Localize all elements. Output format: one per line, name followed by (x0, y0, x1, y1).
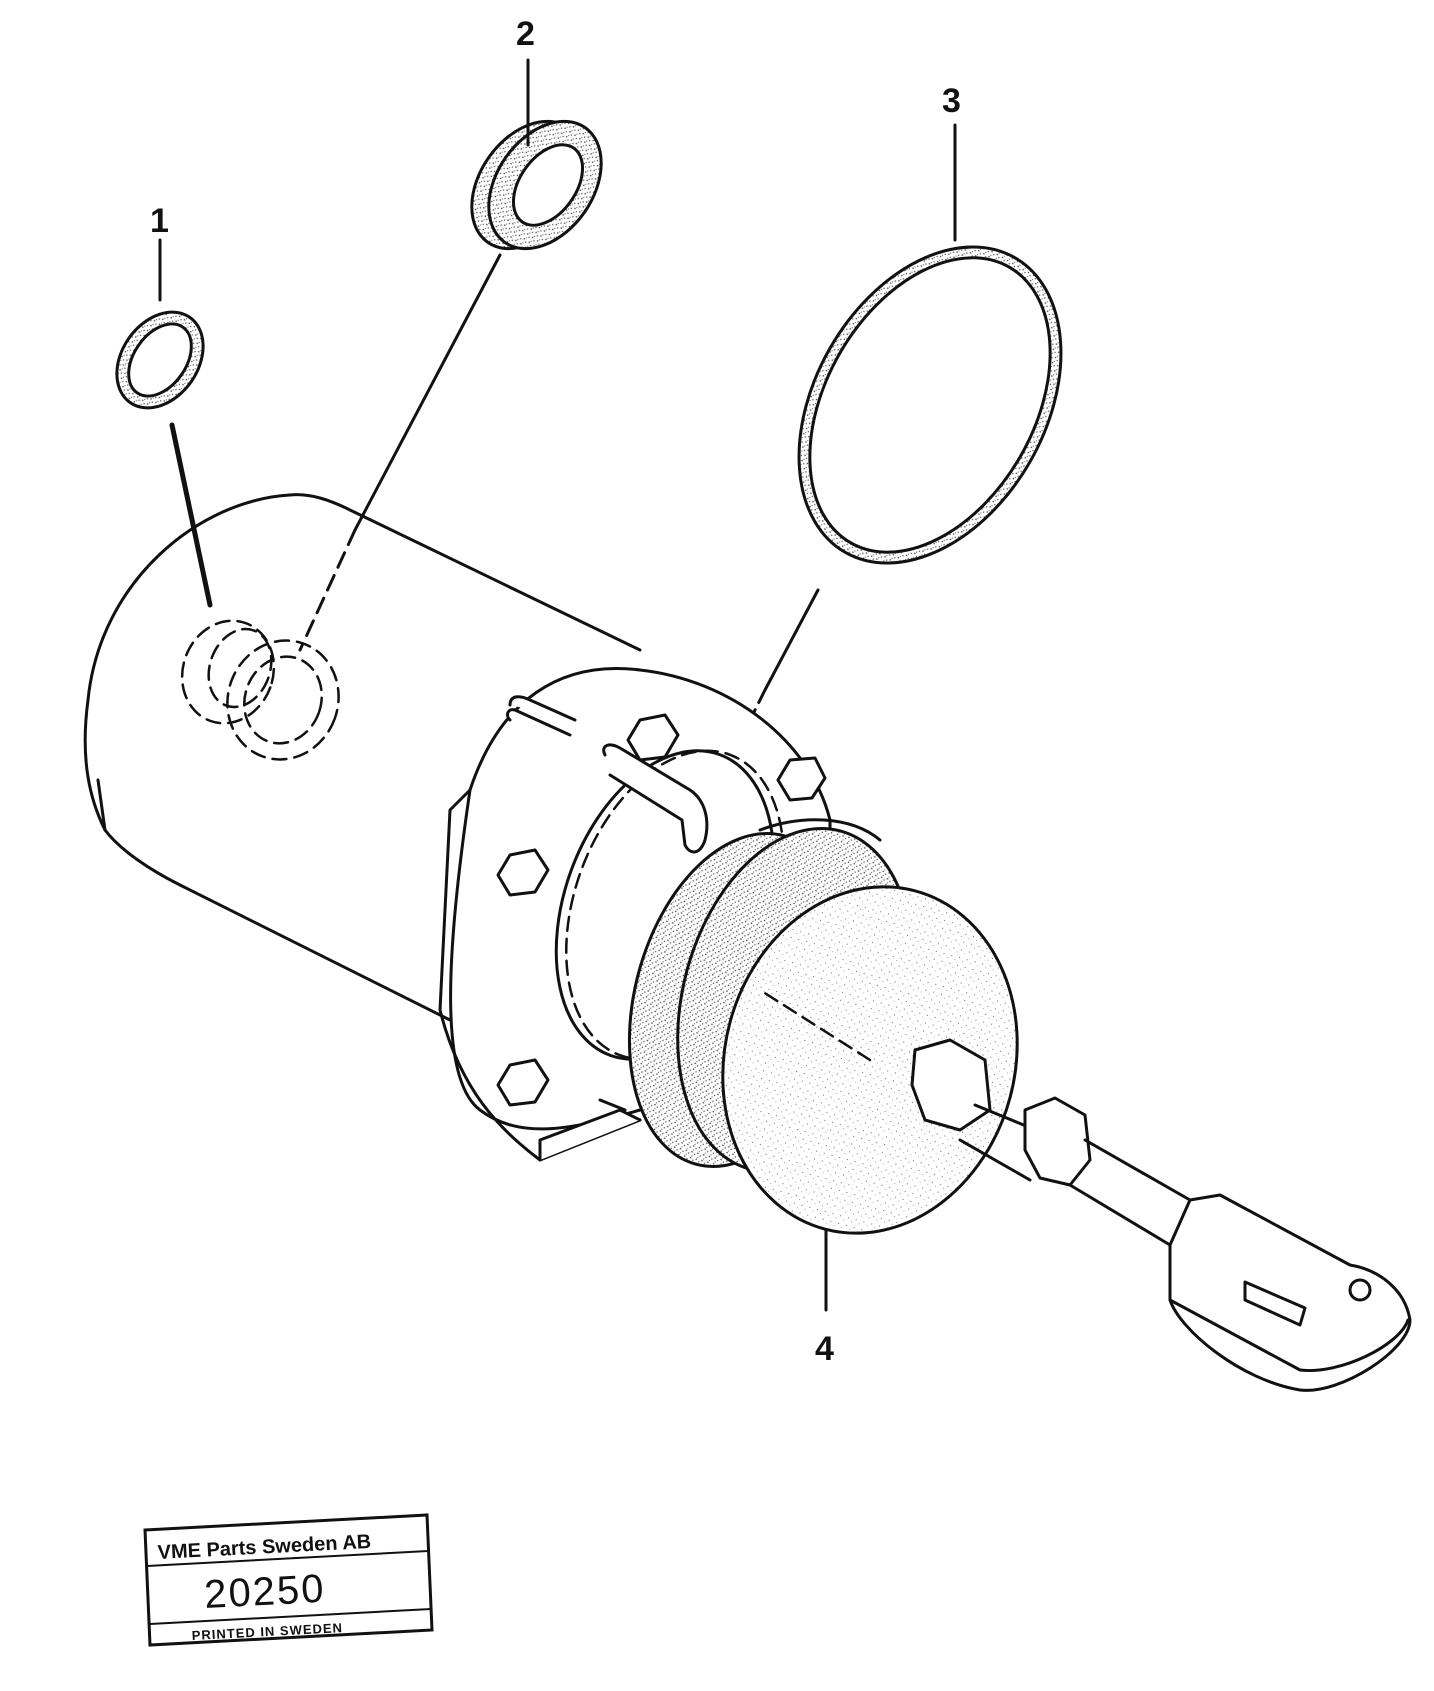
seal-ring-item-1 (115, 310, 213, 608)
flange-bolt (496, 848, 550, 897)
stamp-number: 20250 (203, 1567, 326, 1617)
rubber-boot-item-4 (627, 818, 1019, 1312)
callout-1: 1 (150, 202, 169, 240)
guide-pins (506, 695, 709, 854)
o-ring-item-3 (738, 245, 1063, 742)
callout-3: 3 (942, 82, 961, 120)
flange-bolt (626, 713, 680, 762)
flange-bracket (538, 1098, 642, 1162)
callout-4: 4 (815, 1330, 834, 1368)
callout-2: 2 (516, 15, 535, 53)
pushrod-clevis (910, 1038, 1412, 1392)
flange-bolt (776, 756, 827, 802)
seal-washer-item-2 (298, 119, 603, 652)
vme-stamp: VME Parts Sweden AB 20250 PRINTED IN SWE… (143, 1513, 434, 1647)
cylinder-body (83, 493, 642, 1022)
hidden-ports (180, 619, 340, 761)
flange-bolt (496, 1058, 550, 1107)
